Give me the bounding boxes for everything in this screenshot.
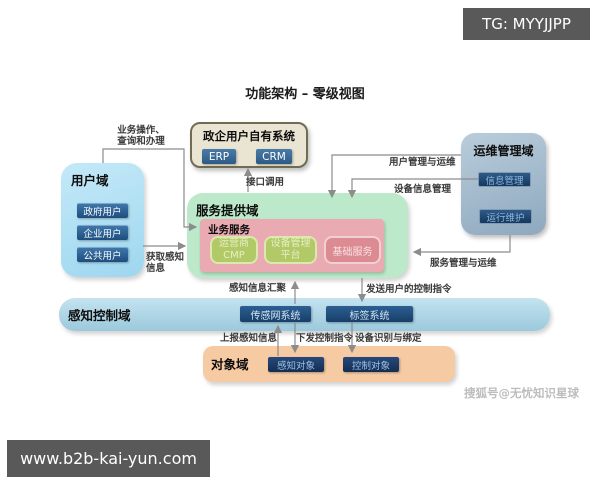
enterprise-user-node: 企业用户 [77,225,128,240]
edge-label-biz-ops: 业务操作、 查询和办理 [117,125,165,147]
basic-service-node: 基础服务 [324,236,381,264]
website-badge: www.b2b-kai-yun.com [7,440,210,477]
sensor-network-node: 传感网系统 [240,306,311,322]
device-mgmt-platform-node: 设备管理 平台 [264,236,317,264]
edge-label-get-perception: 获取感知 信息 [146,252,185,274]
tg-badge: TG: MYYJJPP [463,8,590,40]
business-service-title: 业务服务 [208,224,250,236]
edge-label-send-cmd: 发送用户的控制指令 [366,284,452,295]
edge-service-mgmt-line [412,235,511,257]
edge-label-report-info: 上报感知信息 [220,333,278,344]
tag-system-node: 标签系统 [326,306,413,322]
object-domain-title: 对象域 [211,357,249,372]
public-user-node: 公共用户 [77,247,128,262]
edge-label-service-mgmt: 服务管理与运维 [430,258,497,269]
ops-management-domain-box: 运维管理域 信息管理 运行维护 [461,133,546,235]
ops-management-domain-title: 运维管理域 [473,144,534,158]
service-provider-domain-box: 服务提供域 业务服务 运营商 CMP 设备管理 平台 基础服务 [187,193,408,278]
operation-maintenance-node: 运行维护 [479,209,532,224]
info-mgmt-node: 信息管理 [478,172,531,187]
edge-label-user-mgmt: 用户管理与运维 [389,157,456,168]
edge-label-device-bind: 设备识别与绑定 [355,333,422,344]
erp-node: ERP [202,149,236,164]
gov-enterprise-system-title: 政企用户自有系统 [203,129,295,143]
gov-user-node: 政府用户 [77,203,128,218]
object-domain-box: 对象域 感知对象 控制对象 [203,346,455,382]
perception-control-domain-title: 感知控制域 [68,308,131,323]
user-domain-box: 用户域 政府用户 企业用户 公共用户 [61,163,144,277]
watermark: 搜狐号@无忧知识星球 [464,386,579,400]
perception-object-node: 感知对象 [268,357,324,372]
edge-label-issue-cmd: 下发控制指令 [296,333,354,344]
edge-label-perception-agg: 感知信息汇聚 [229,283,287,294]
service-provider-domain-title: 服务提供域 [196,203,259,218]
diagram-title: 功能架构 – 零级视图 [245,87,365,102]
perception-control-domain-box: 感知控制域 传感网系统 标签系统 [59,298,550,331]
carrier-cmp-node: 运营商 CMP [210,236,258,264]
edge-label-device-info: 设备信息管理 [394,184,452,195]
business-service-box: 业务服务 运营商 CMP 设备管理 平台 基础服务 [200,219,384,272]
gov-enterprise-system-box: 政企用户自有系统 ERP CRM [190,122,308,168]
crm-node: CRM [256,149,292,164]
user-domain-title: 用户域 [71,173,109,188]
control-object-node: 控制对象 [343,357,399,372]
edge-label-api-call: 接口调用 [246,177,285,188]
